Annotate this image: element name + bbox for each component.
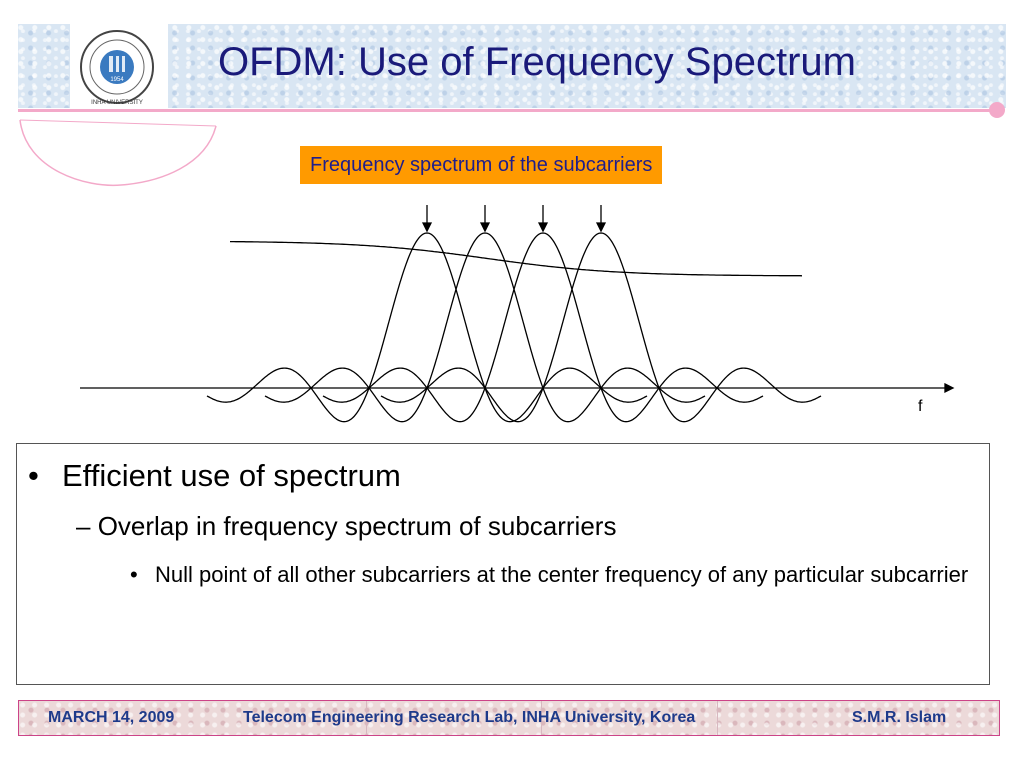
subcarrier-3-marker-head xyxy=(537,222,549,233)
subcarrier-3-curve xyxy=(322,232,764,423)
subcarrier-1-marker-head xyxy=(421,222,433,233)
axis-arrowhead xyxy=(944,382,955,394)
svg-text:1954: 1954 xyxy=(110,77,124,83)
title-underline xyxy=(18,109,996,112)
footer-lab: Telecom Engineering Research Lab, INHA U… xyxy=(243,709,696,726)
footer-author: S.M.R. Islam xyxy=(852,709,947,726)
bullet-text-box xyxy=(16,443,990,685)
subcarrier-4-curve xyxy=(380,232,822,423)
title-underline-dot xyxy=(989,102,1005,118)
channel-envelope-curve xyxy=(230,240,803,277)
bullet-level2: – Overlap in frequency spectrum of subca… xyxy=(76,511,617,541)
svg-text:INHA UNIVERSITY: INHA UNIVERSITY xyxy=(91,100,143,106)
header-band xyxy=(18,24,1006,108)
bullet-level1-text: Efficient use of spectrum xyxy=(62,458,401,493)
frequency-axis-label: f xyxy=(918,398,923,415)
subcarrier-2-curve xyxy=(264,232,706,423)
footer-bar xyxy=(18,700,1000,736)
university-seal-icon: 1954 INHA UNIVERSITY xyxy=(80,30,154,106)
figure-caption: Frequency spectrum of the subcarriers xyxy=(300,146,663,184)
decorative-arc xyxy=(19,119,217,187)
subcarrier-1-curve xyxy=(206,232,648,423)
subcarrier-2-marker-head xyxy=(479,222,491,233)
bullet-level2-text: Overlap in frequency spectrum of subcarr… xyxy=(97,511,617,541)
bullet-level3: •Null point of all other subcarriers at … xyxy=(130,559,970,591)
bullet-level3-text: Null point of all other subcarriers at t… xyxy=(155,562,969,587)
subcarrier-spectrum-figure: f xyxy=(80,205,955,423)
slide-title: OFDM: Use of Frequency Spectrum xyxy=(218,40,856,84)
subcarrier-4-marker-head xyxy=(595,222,607,233)
bullet-level1: •Efficient use of spectrum xyxy=(28,458,401,493)
logo-area: 1954 INHA UNIVERSITY xyxy=(70,22,168,114)
footer-date: MARCH 14, 2009 xyxy=(48,709,175,726)
